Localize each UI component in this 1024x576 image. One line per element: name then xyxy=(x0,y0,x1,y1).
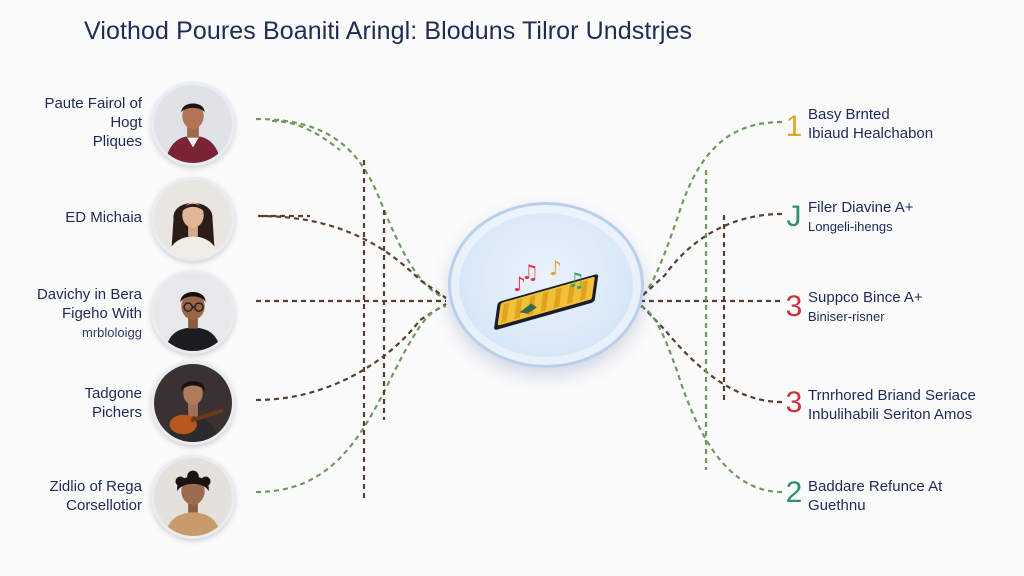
connector-left-4 xyxy=(255,303,447,402)
right-number-1: 1 xyxy=(785,110,803,143)
svg-text:♪: ♪ xyxy=(513,272,526,296)
right-item-5: Baddare Refunce At Guethnu xyxy=(808,478,943,514)
connector-right-5 xyxy=(639,304,783,494)
right-number-5: 2 xyxy=(785,476,803,509)
connector-right-2 xyxy=(639,212,783,299)
left-label-5: Zidlio of Rega Corsellotior xyxy=(49,478,142,514)
connector-left-1b xyxy=(271,119,341,151)
svg-text:♫: ♫ xyxy=(521,260,539,284)
right-number-4: 3 xyxy=(785,386,803,419)
right-item-2: Filer Diavine A+ Longeli-ihengs xyxy=(808,199,914,234)
person-curly-icon xyxy=(151,455,235,539)
left-label-1: Paute Fairol of Hogt Pliques xyxy=(44,95,142,150)
left-label-2: ED Michaia xyxy=(65,209,142,226)
person-glasses-icon xyxy=(151,270,235,354)
person-guitar-icon xyxy=(151,361,235,445)
left-label-4: Tadgone Pichers xyxy=(84,385,142,421)
right-number-3: 3 xyxy=(785,290,803,323)
right-item-3: Suppco Bince A+ Biniser-risner xyxy=(808,289,923,324)
svg-text:♪: ♪ xyxy=(549,256,562,280)
connector-right-1 xyxy=(639,120,783,299)
person-blazer-icon xyxy=(151,82,235,166)
person-woman-icon xyxy=(151,177,235,261)
center-hub: ♪ ♫ ♪ ♫ xyxy=(448,202,644,368)
svg-text:♫: ♫ xyxy=(567,268,585,292)
right-item-4: Trnrhored Briand Seriace Inbulihabili Se… xyxy=(808,387,976,423)
keyboard-music-notes-icon: ♪ ♫ ♪ ♫ xyxy=(494,256,599,330)
right-item-1: Basy Brnted Ibiaud Healchabon xyxy=(808,106,934,142)
right-number-2: J xyxy=(786,200,802,233)
connector-left-5 xyxy=(255,304,447,494)
connector-left-1 xyxy=(255,117,447,300)
left-label-3: Davichy in Bera Figeho With mrbloloigg xyxy=(36,286,142,340)
connector-right-4 xyxy=(639,303,783,404)
diagram-title: Viothod Poures Boaniti Aringl: Bloduns T… xyxy=(84,17,693,45)
connector-left-2 xyxy=(257,214,447,299)
